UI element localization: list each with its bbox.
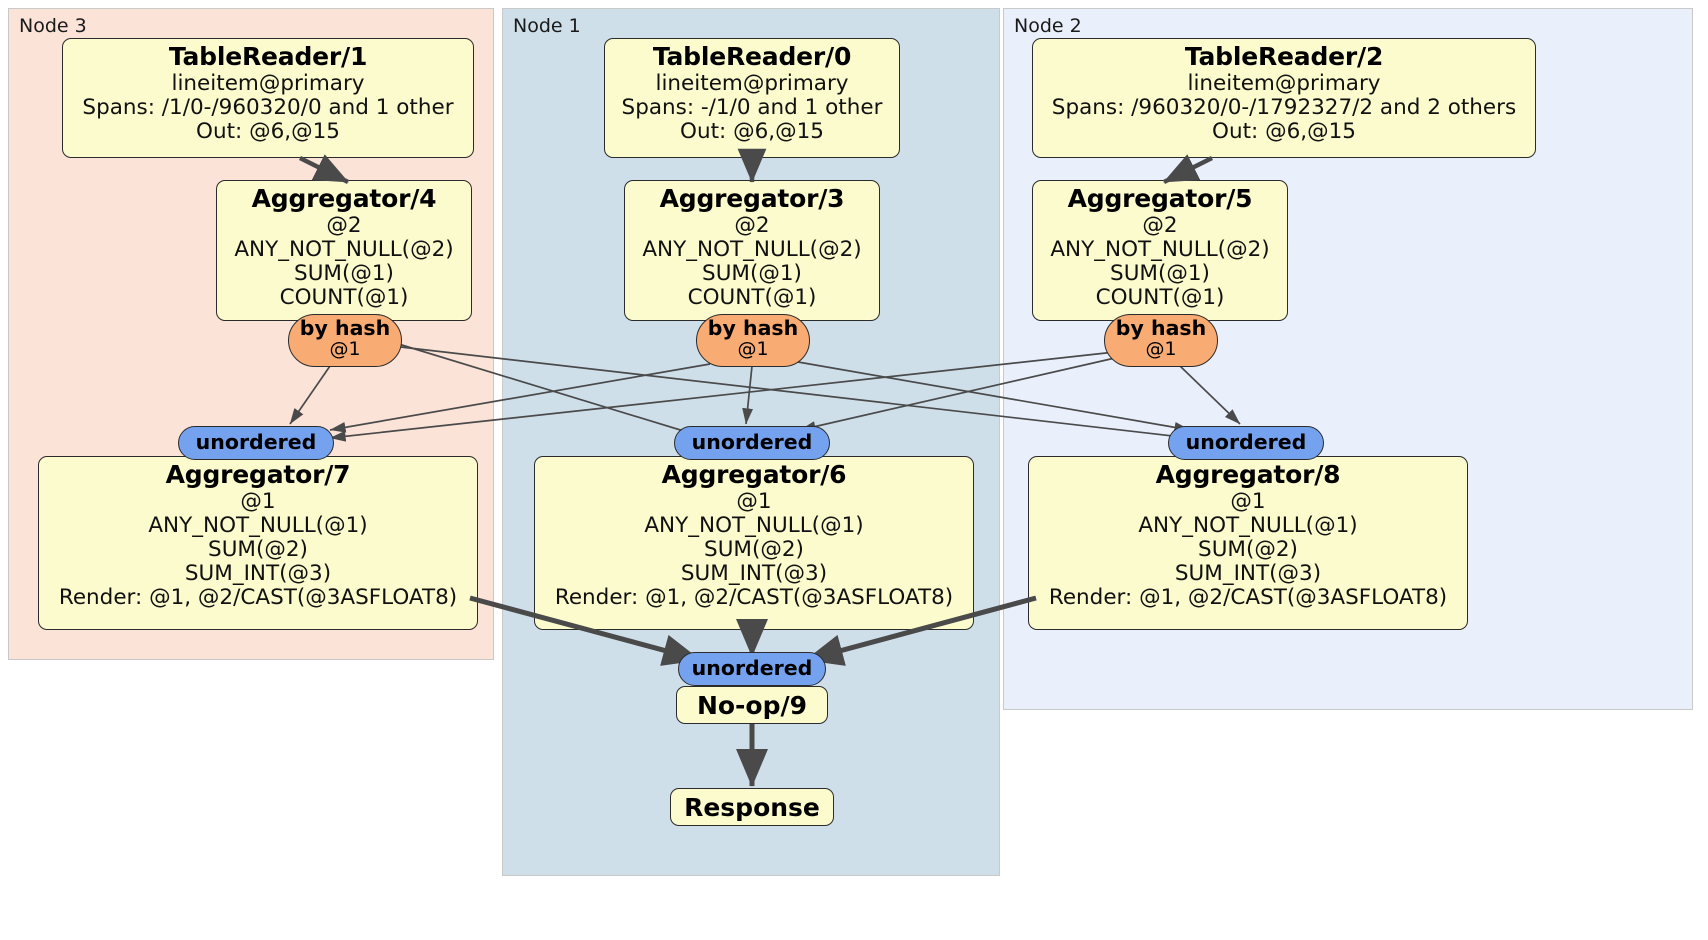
- processor-detail-line: SUM(@2): [1198, 537, 1298, 563]
- processor-detail-line: ANY_NOT_NULL(@1): [148, 513, 368, 539]
- node-panel-label-node1: Node 1: [513, 15, 581, 37]
- processor-detail-line: lineitem@primary: [171, 71, 365, 96]
- processor-title: Aggregator/5: [1067, 184, 1253, 213]
- processor-detail-line: Render: @1, @2/CAST(@3ASFLOAT8): [58, 585, 458, 611]
- processor-detail-line: ANY_NOT_NULL(@2): [642, 237, 862, 263]
- processor-detail-line: Spans: -/1/0 and 1 other: [621, 95, 883, 121]
- processor-detail-line: @1: [736, 489, 772, 514]
- processor-table-reader-1[interactable]: TableReader/1 lineitem@primary Spans: /1…: [62, 38, 474, 158]
- processor-title: TableReader/0: [652, 42, 852, 71]
- router-label: by hash: [1115, 316, 1207, 340]
- router-by-hash-center[interactable]: by hash @1: [696, 314, 810, 367]
- router-by-hash-left[interactable]: by hash @1: [288, 314, 402, 367]
- synchronizer-unordered-center[interactable]: unordered: [674, 426, 830, 460]
- router-column: @1: [329, 337, 361, 360]
- processor-detail-line: Spans: /960320/0-/1792327/2 and 2 others: [1051, 95, 1517, 121]
- synchronizer-label: unordered: [691, 656, 813, 681]
- processor-title: Aggregator/4: [251, 184, 437, 213]
- processor-detail-line: @1: [1230, 489, 1266, 514]
- router-column: @1: [1145, 337, 1177, 360]
- node-panel-label-node3: Node 3: [19, 15, 87, 37]
- processor-table-reader-2[interactable]: TableReader/2 lineitem@primary Spans: /9…: [1032, 38, 1536, 158]
- synchronizer-unordered-left[interactable]: unordered: [178, 426, 334, 460]
- processor-detail-line: SUM(@1): [294, 261, 394, 287]
- processor-title: Response: [684, 792, 820, 822]
- processor-detail-line: @2: [734, 213, 770, 238]
- processor-aggregator-5[interactable]: Aggregator/5 @2 ANY_NOT_NULL(@2) SUM(@1)…: [1032, 180, 1288, 321]
- processor-response[interactable]: Response: [670, 788, 834, 826]
- processor-detail-line: SUM(@2): [208, 537, 308, 563]
- processor-noop-9[interactable]: No-op/9: [676, 686, 828, 724]
- node-panel-label-node2: Node 2: [1014, 15, 1082, 37]
- processor-title: No-op/9: [696, 690, 808, 720]
- processor-title: Aggregator/3: [659, 184, 845, 213]
- processor-aggregator-8[interactable]: Aggregator/8 @1 ANY_NOT_NULL(@1) SUM(@2)…: [1028, 456, 1468, 630]
- processor-detail-line: Render: @1, @2/CAST(@3ASFLOAT8): [1048, 585, 1448, 611]
- processor-detail-line: @1: [240, 489, 276, 514]
- router-column: @1: [737, 337, 769, 360]
- processor-title: TableReader/2: [1184, 42, 1384, 71]
- synchronizer-label: unordered: [1185, 430, 1307, 455]
- router-label: by hash: [707, 316, 799, 340]
- processor-detail-line: SUM_INT(@3): [680, 561, 828, 587]
- processor-detail-line: ANY_NOT_NULL(@2): [1050, 237, 1270, 263]
- synchronizer-label: unordered: [195, 430, 317, 455]
- processor-detail-line: COUNT(@1): [687, 285, 817, 311]
- processor-detail-line: lineitem@primary: [655, 71, 849, 96]
- processor-detail-line: Out: @6,@15: [1212, 119, 1356, 145]
- processor-title: TableReader/1: [168, 42, 368, 71]
- processor-detail-line: COUNT(@1): [279, 285, 409, 311]
- processor-title: Aggregator/7: [165, 460, 351, 489]
- processor-detail-line: SUM_INT(@3): [1174, 561, 1322, 587]
- processor-detail-line: Spans: /1/0-/960320/0 and 1 other: [82, 95, 454, 121]
- synchronizer-unordered-right[interactable]: unordered: [1168, 426, 1324, 460]
- synchronizer-label: unordered: [691, 430, 813, 455]
- processor-aggregator-6[interactable]: Aggregator/6 @1 ANY_NOT_NULL(@1) SUM(@2)…: [534, 456, 974, 630]
- router-by-hash-right[interactable]: by hash @1: [1104, 314, 1218, 367]
- processor-detail-line: ANY_NOT_NULL(@1): [1138, 513, 1358, 539]
- processor-detail-line: SUM(@2): [704, 537, 804, 563]
- processor-detail-line: lineitem@primary: [1187, 71, 1381, 96]
- processor-detail-line: ANY_NOT_NULL(@1): [644, 513, 864, 539]
- processor-detail-line: SUM(@1): [702, 261, 802, 287]
- processor-detail-line: Out: @6,@15: [680, 119, 824, 145]
- processor-aggregator-4[interactable]: Aggregator/4 @2 ANY_NOT_NULL(@2) SUM(@1)…: [216, 180, 472, 321]
- processor-detail-line: Out: @6,@15: [196, 119, 340, 145]
- processor-detail-line: ANY_NOT_NULL(@2): [234, 237, 454, 263]
- processor-detail-line: SUM_INT(@3): [184, 561, 332, 587]
- processor-detail-line: SUM(@1): [1110, 261, 1210, 287]
- synchronizer-unordered-final[interactable]: unordered: [678, 652, 826, 686]
- processor-detail-line: Render: @1, @2/CAST(@3ASFLOAT8): [554, 585, 954, 611]
- router-label: by hash: [299, 316, 391, 340]
- processor-detail-line: COUNT(@1): [1095, 285, 1225, 311]
- processor-title: Aggregator/6: [661, 460, 847, 489]
- processor-aggregator-7[interactable]: Aggregator/7 @1 ANY_NOT_NULL(@1) SUM(@2)…: [38, 456, 478, 630]
- processor-title: Aggregator/8: [1155, 460, 1341, 489]
- processor-aggregator-3[interactable]: Aggregator/3 @2 ANY_NOT_NULL(@2) SUM(@1)…: [624, 180, 880, 321]
- processor-detail-line: @2: [1142, 213, 1178, 238]
- processor-detail-line: @2: [326, 213, 362, 238]
- processor-table-reader-0[interactable]: TableReader/0 lineitem@primary Spans: -/…: [604, 38, 900, 158]
